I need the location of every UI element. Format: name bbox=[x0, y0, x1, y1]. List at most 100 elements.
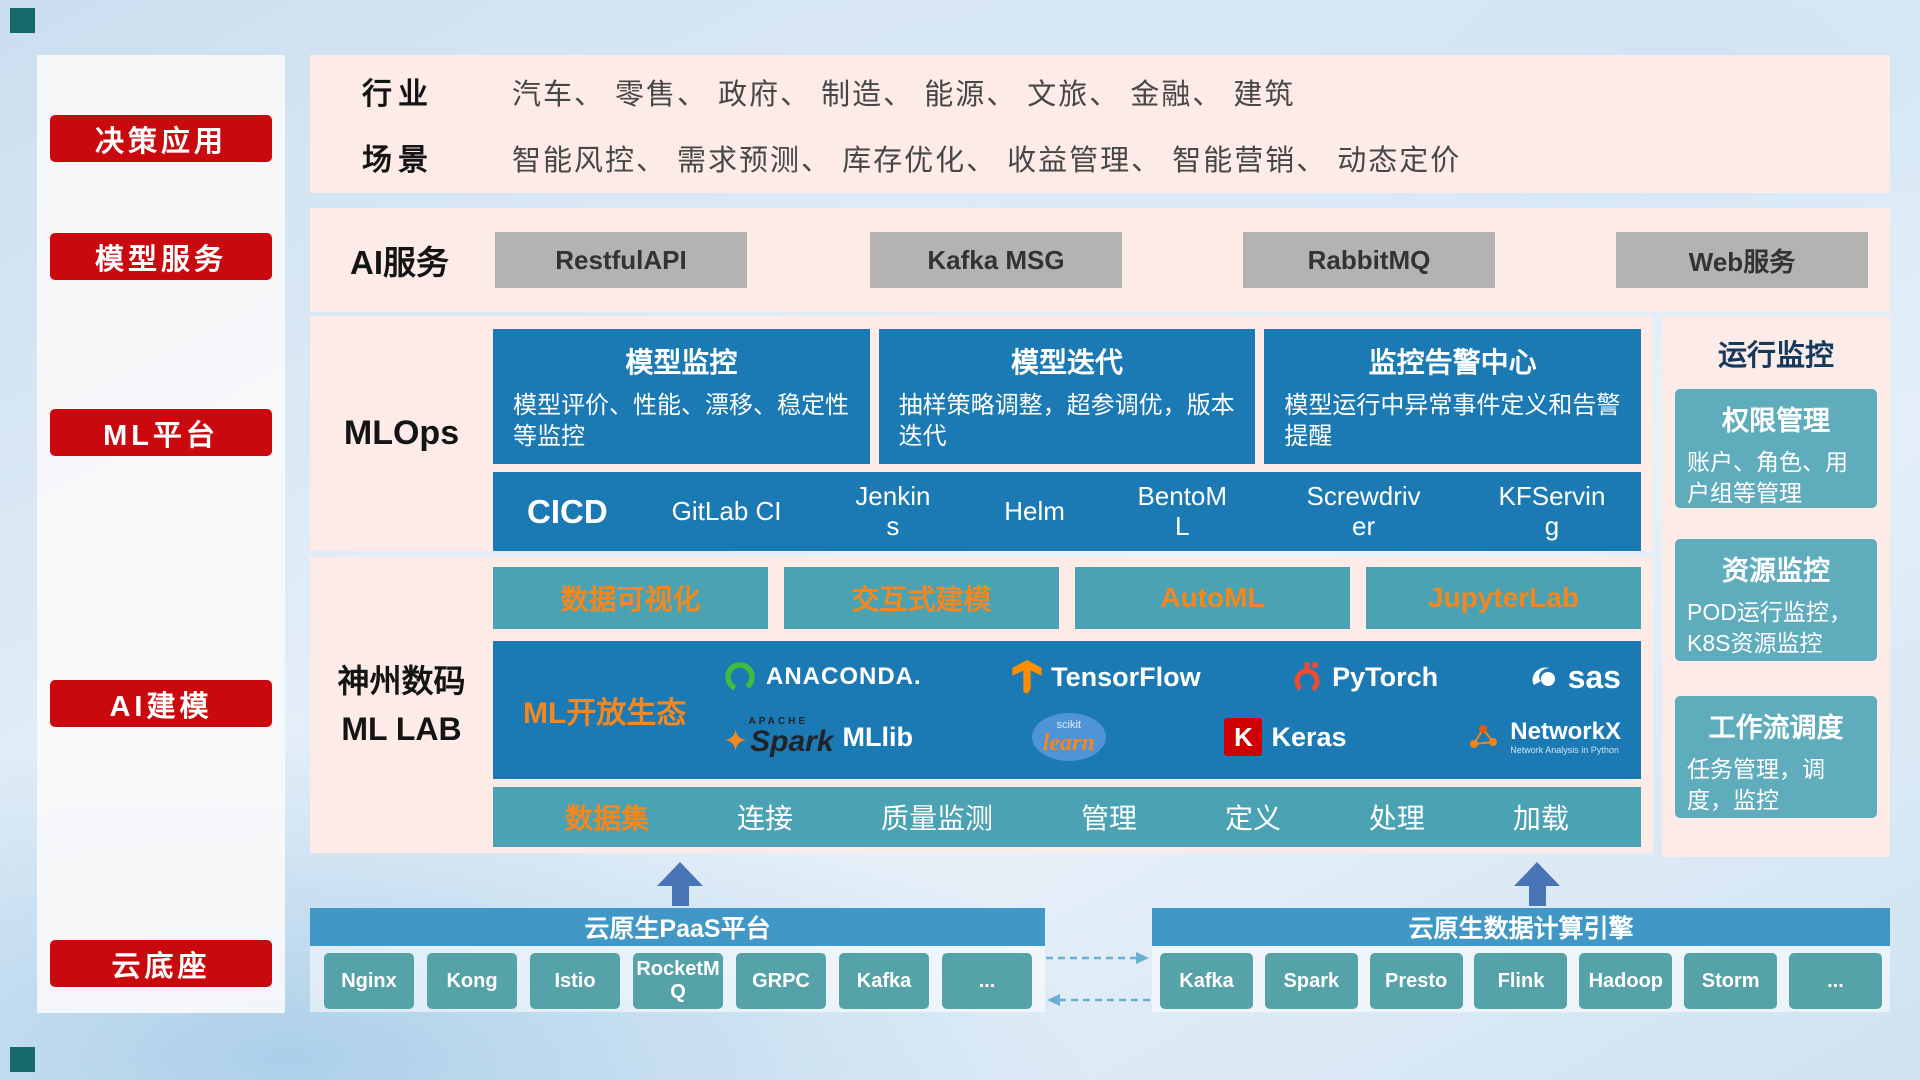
corner-decor-top bbox=[10, 8, 35, 33]
model-iteration-card: 模型迭代 抽样策略调整，超参调优，版本迭代 bbox=[878, 329, 1256, 464]
cicd-bar: CICD GitLab CI Jenkins Helm BentoML Scre… bbox=[493, 472, 1641, 551]
card-title: 资源监控 bbox=[1722, 556, 1830, 586]
cicd-tools: GitLab CI Jenkins Helm BentoML Screwdriv… bbox=[608, 480, 1607, 542]
dataset-define: 定义 bbox=[1224, 803, 1281, 834]
jenkins-item: Jenkins bbox=[855, 480, 931, 541]
mlops-panel: MLOps 模型监控 模型评价、性能、漂移、稳定性等监控 模型迭代 抽样策略调整… bbox=[310, 316, 1653, 551]
spark-star-icon: ✦ bbox=[723, 725, 749, 759]
pytorch-text: PyTorch bbox=[1332, 661, 1439, 692]
screwdriver-item: Screwdriver bbox=[1306, 480, 1421, 541]
restfulapi-chip: RestfulAPI bbox=[495, 232, 747, 288]
rabbitmq-chip: RabbitMQ bbox=[1243, 232, 1495, 288]
dataset-bar: 数据集 连接 质量监测 管理 定义 处理 加载 bbox=[493, 787, 1641, 847]
keras-logo: K Keras bbox=[1224, 718, 1347, 757]
permission-mgmt-card: 权限管理 账户、角色、用户组等管理 bbox=[1675, 389, 1877, 508]
spark-apache-text: APACHE bbox=[748, 716, 808, 728]
scikit-text: scikit bbox=[1056, 718, 1081, 731]
workflow-scheduling-card: 工作流调度 任务管理，调度，监控 bbox=[1675, 696, 1877, 818]
card-desc: 模型评价、性能、漂移、稳定性等监控 bbox=[513, 392, 849, 451]
automl-chip: AutoML bbox=[1075, 567, 1350, 629]
sidebar-item-model-service: 模型服务 bbox=[50, 233, 272, 280]
spark-mllib-logo: APACHE ✦Spark MLlib bbox=[723, 717, 913, 757]
paas-components: Nginx Kong Istio RocketMQ GRPC Kafka ... bbox=[324, 952, 1032, 1010]
rocketmq-chip: RocketMQ bbox=[633, 953, 723, 1009]
keras-icon: K bbox=[1224, 718, 1263, 757]
ecosystem-logo-row-1: ANACONDA. TensorFlow bbox=[711, 659, 1633, 696]
industry-list: 汽车、 零售、 政府、 制造、 能源、 文旅、 金融、 建筑 bbox=[512, 79, 1296, 111]
mllab-label: 神州数码 ML LAB bbox=[310, 557, 493, 853]
up-arrow-left bbox=[657, 862, 703, 906]
arrow-head bbox=[1514, 862, 1560, 886]
sidebar-item-cloud-base: 云底座 bbox=[50, 940, 272, 987]
mlops-cards: 模型监控 模型评价、性能、漂移、稳定性等监控 模型迭代 抽样策略调整，超参调优，… bbox=[493, 329, 1642, 464]
interactive-modeling-chip: 交互式建模 bbox=[784, 567, 1059, 629]
grpc-chip: GRPC bbox=[736, 953, 826, 1009]
up-arrow-right bbox=[1514, 862, 1560, 906]
paas-header: 云原生PaaS平台 bbox=[310, 908, 1045, 946]
arrow-stem bbox=[1528, 886, 1546, 906]
runtime-monitor-title: 运行监控 bbox=[1717, 340, 1834, 372]
industry-label: 行业 bbox=[362, 78, 434, 111]
layer-rail bbox=[37, 55, 285, 1013]
model-service-panel: AI服务 RestfulAPI Kafka MSG RabbitMQ Web服务 bbox=[310, 208, 1890, 312]
mllib-text: MLlib bbox=[842, 721, 914, 752]
bentoml-item: BentoML bbox=[1137, 480, 1228, 541]
card-title: 模型监控 bbox=[625, 347, 738, 378]
alert-center-card: 监控告警中心 模型运行中异常事件定义和告警提醒 bbox=[1264, 329, 1642, 464]
ecosystem-logos: ANACONDA. TensorFlow bbox=[711, 641, 1633, 779]
anaconda-icon bbox=[725, 662, 755, 692]
keras-text: Keras bbox=[1271, 721, 1347, 752]
scenario-label: 场景 bbox=[362, 144, 434, 177]
runtime-monitor-panel: 运行监控 权限管理 账户、角色、用户组等管理 资源监控 POD运行监控，K8S资… bbox=[1662, 316, 1890, 857]
spark-icon: APACHE ✦Spark bbox=[723, 717, 834, 757]
model-monitoring-card: 模型监控 模型评价、性能、漂移、稳定性等监控 bbox=[493, 329, 870, 464]
arrow-head bbox=[657, 862, 703, 886]
sidebar-item-ml-platform: ML平台 bbox=[50, 409, 272, 456]
networkx-logo: NetworkX Network Analysis in Python bbox=[1465, 718, 1621, 755]
mllab-panel: 神州数码 ML LAB 数据可视化 交互式建模 AutoML JupyterLa… bbox=[310, 557, 1653, 853]
card-desc: 抽样策略调整，超参调优，版本迭代 bbox=[898, 392, 1235, 451]
more-chip: ... bbox=[1788, 953, 1882, 1009]
sas-logo: sas bbox=[1529, 659, 1621, 696]
keras-letter: K bbox=[1234, 721, 1253, 752]
networkx-icon bbox=[1470, 725, 1498, 749]
scenario-list: 智能风控、 需求预测、 库存优化、 收益管理、 智能营销、 动态定价 bbox=[512, 145, 1462, 177]
card-title: 权限管理 bbox=[1722, 406, 1830, 436]
presto-chip: Presto bbox=[1369, 953, 1463, 1009]
kong-chip: Kong bbox=[427, 953, 517, 1009]
mllab-feature-buttons: 数据可视化 交互式建模 AutoML JupyterLab bbox=[493, 567, 1641, 629]
card-desc: 账户、角色、用户组等管理 bbox=[1687, 449, 1848, 507]
mllab-label-line2: ML LAB bbox=[341, 711, 462, 747]
networkx-subtitle: Network Analysis in Python bbox=[1510, 744, 1619, 755]
scenario-line: 场景 智能风控、 需求预测、 库存优化、 收益管理、 智能营销、 动态定价 bbox=[362, 135, 1890, 179]
dataset-manage: 管理 bbox=[1080, 803, 1137, 834]
spark-chip: Spark bbox=[1264, 953, 1358, 1009]
corner-decor-bottom bbox=[10, 1047, 35, 1072]
tensorflow-text: TensorFlow bbox=[1051, 661, 1201, 692]
dataset-load: 加载 bbox=[1512, 803, 1569, 834]
jupyterlab-chip: JupyterLab bbox=[1366, 567, 1641, 629]
card-desc: 模型运行中异常事件定义和告警提醒 bbox=[1284, 392, 1621, 451]
scikit-learn-logo: scikit learn bbox=[1031, 713, 1106, 762]
arrow-stem bbox=[671, 886, 689, 906]
web-service-chip: Web服务 bbox=[1616, 232, 1868, 288]
card-desc: POD运行监控，K8S资源监控 bbox=[1687, 599, 1852, 657]
card-title: 模型迭代 bbox=[1011, 347, 1124, 378]
engine-components: Kafka Spark Presto Flink Hadoop Storm ..… bbox=[1160, 952, 1882, 1010]
istio-chip: Istio bbox=[530, 953, 620, 1009]
engine-header: 云原生数据计算引擎 bbox=[1152, 908, 1890, 946]
anaconda-text: ANACONDA. bbox=[766, 663, 922, 691]
pytorch-logo: PyTorch bbox=[1291, 659, 1438, 695]
kafka-msg-chip: Kafka MSG bbox=[870, 232, 1122, 288]
tensorflow-icon bbox=[1012, 660, 1042, 695]
learn-text: learn bbox=[1042, 729, 1095, 756]
flink-chip: Flink bbox=[1474, 953, 1568, 1009]
pytorch-icon bbox=[1294, 661, 1320, 694]
resource-monitor-card: 资源监控 POD运行监控，K8S资源监控 bbox=[1675, 539, 1877, 661]
nginx-chip: Nginx bbox=[324, 953, 414, 1009]
kafka-chip: Kafka bbox=[839, 953, 929, 1009]
networkx-text: NetworkX bbox=[1510, 718, 1621, 746]
ecosystem-logo-row-2: APACHE ✦Spark MLlib scikit learn K bbox=[711, 713, 1633, 762]
helm-item: Helm bbox=[1004, 495, 1065, 526]
